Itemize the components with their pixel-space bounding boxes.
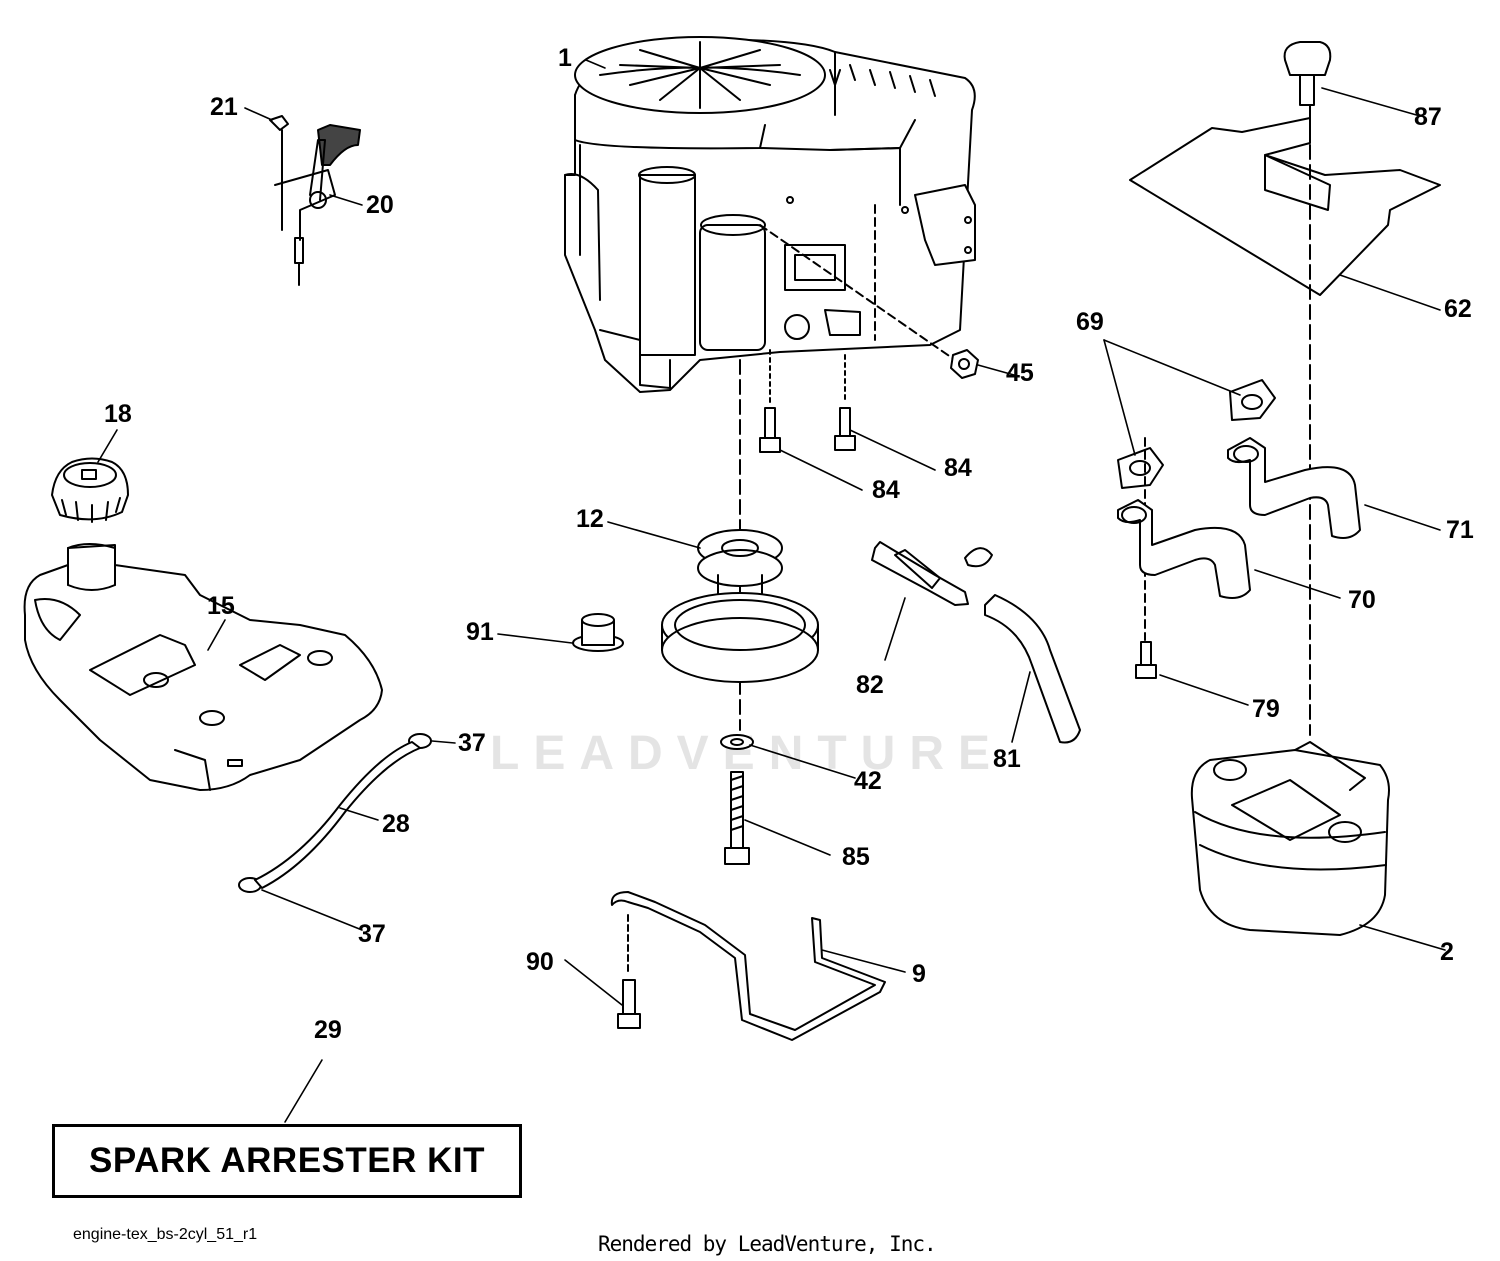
callout-29: 29 [314,1016,342,1044]
callout-37-bottom: 37 [358,920,386,948]
fuel-line-part-28 [254,741,421,889]
callout-37-top: 37 [458,729,486,757]
pulley-part-12 [661,529,819,683]
callout-87: 87 [1414,103,1442,131]
callout-9: 9 [912,960,926,988]
spark-arrester-kit-label: SPARK ARRESTER KIT [89,1141,485,1180]
bolt-part-79 [1135,641,1157,679]
spark-arrester-kit-box: SPARK ARRESTER KIT [52,1124,522,1198]
diagram-code: engine-tex_bs-2cyl_51_r1 [73,1226,258,1243]
knob-part-87 [1283,41,1332,106]
washer-part-42 [720,734,754,750]
hose-part-81 [984,594,1081,744]
bolt-part-85 [724,771,750,865]
callout-70: 70 [1348,586,1376,614]
callout-62: 62 [1444,295,1472,323]
gas-cap-part-18 [51,457,129,523]
engine-part-1 [564,36,976,393]
pipe-part-70 [1117,499,1251,599]
callout-81: 81 [993,745,1021,773]
callout-18: 18 [104,400,132,428]
render-credit: Rendered by LeadVenture, Inc. [598,1232,937,1256]
callout-69: 69 [1076,308,1104,336]
fuel-filter-part-82 [871,541,993,606]
callout-84-left: 84 [872,476,900,504]
callout-1: 1 [558,44,572,72]
bushing-part-91 [572,613,624,652]
callout-71: 71 [1446,516,1474,544]
callout-90: 90 [526,948,554,976]
callout-45: 45 [1006,359,1034,387]
fuel-tank-part-15 [23,543,383,791]
heat-shield-part-62 [1129,117,1441,296]
callout-84-right: 84 [944,454,972,482]
control-part-20 [269,115,361,286]
callout-82: 82 [856,671,884,699]
callout-15: 15 [207,592,235,620]
muffler-part-2 [1190,741,1390,936]
callout-12: 12 [576,505,604,533]
callout-21: 21 [210,93,238,121]
bolt-part-90 [617,914,641,1029]
pipe-part-71 [1227,437,1361,539]
callout-28: 28 [382,810,410,838]
callout-20: 20 [366,191,394,219]
callout-85: 85 [842,843,870,871]
rod-part-9 [610,891,886,1041]
gaskets-part-69 [1117,379,1276,489]
bolts-part-84 [759,349,856,453]
callout-2: 2 [1440,938,1454,966]
callout-42: 42 [854,767,882,795]
callout-91: 91 [466,618,494,646]
nut-part-45 [950,349,979,379]
callout-79: 79 [1252,695,1280,723]
